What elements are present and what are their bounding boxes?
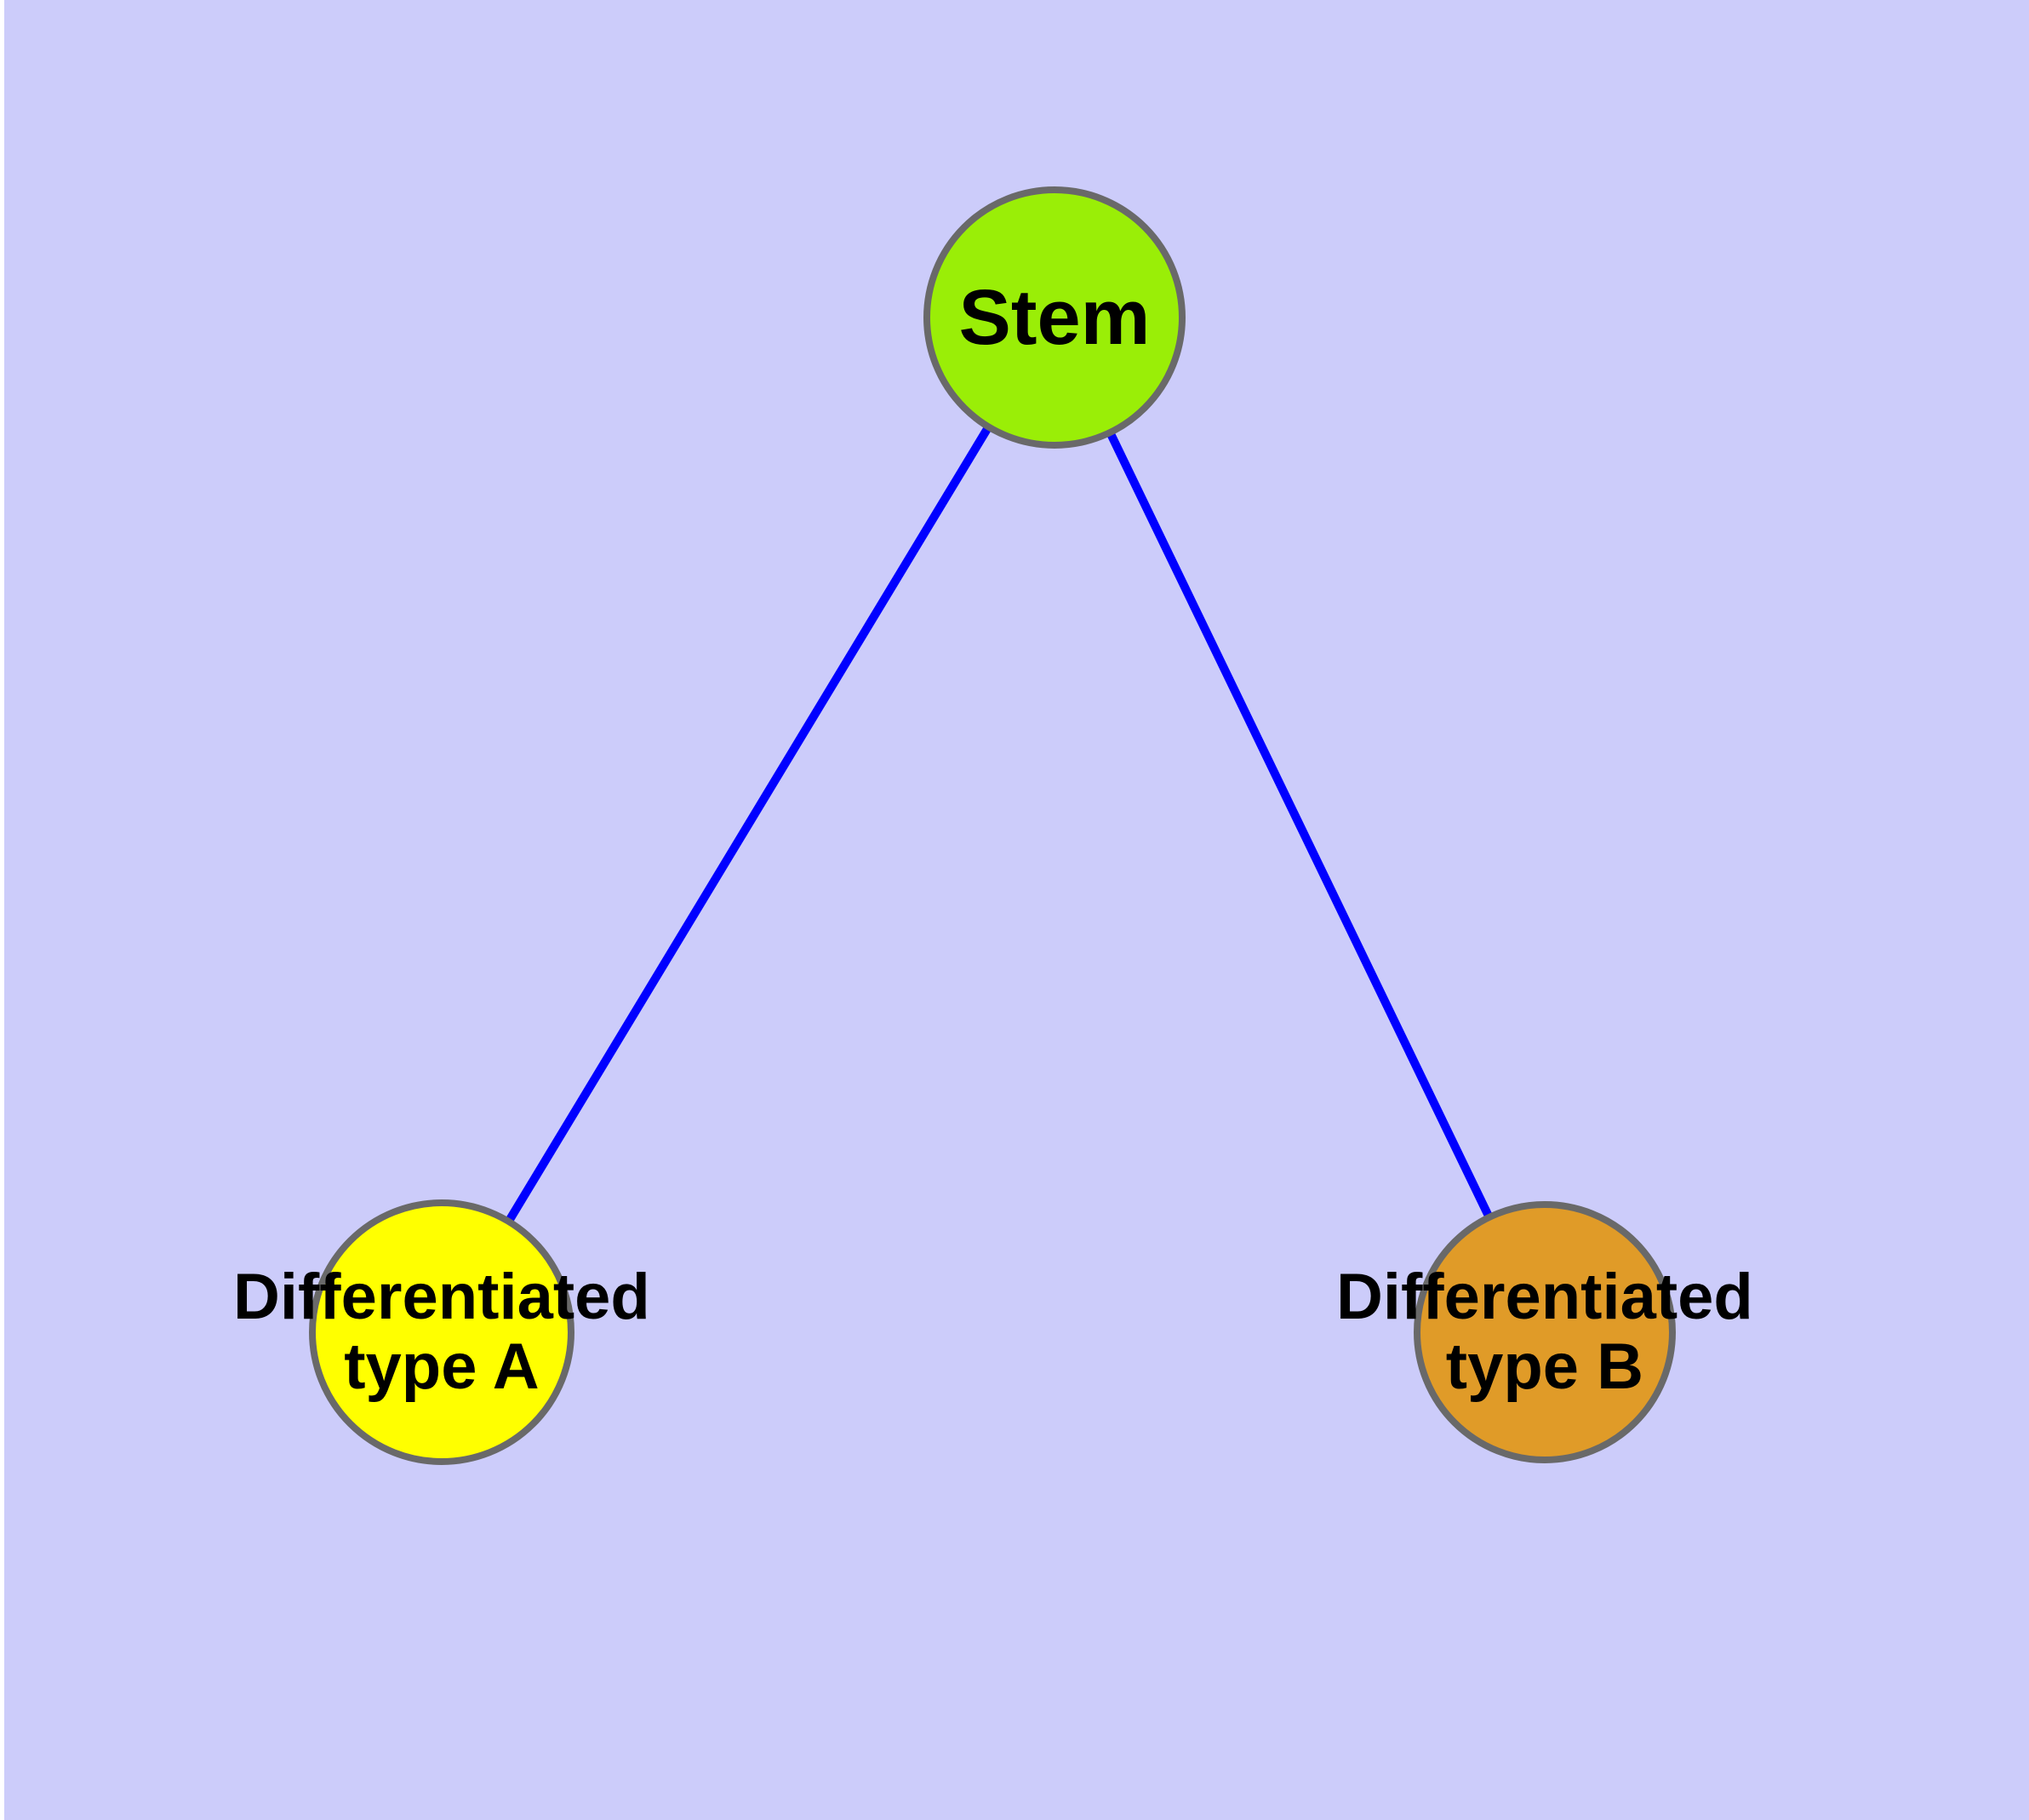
edge-stem-diff_b [1050, 315, 1549, 1335]
node-diff_b[interactable] [1414, 1201, 1676, 1463]
nodes-group [309, 186, 1676, 1465]
edges-group [437, 315, 1549, 1335]
node-stem[interactable] [923, 186, 1186, 449]
node-diff_a[interactable] [309, 1199, 574, 1465]
edge-stem-diff_a [437, 315, 1059, 1335]
